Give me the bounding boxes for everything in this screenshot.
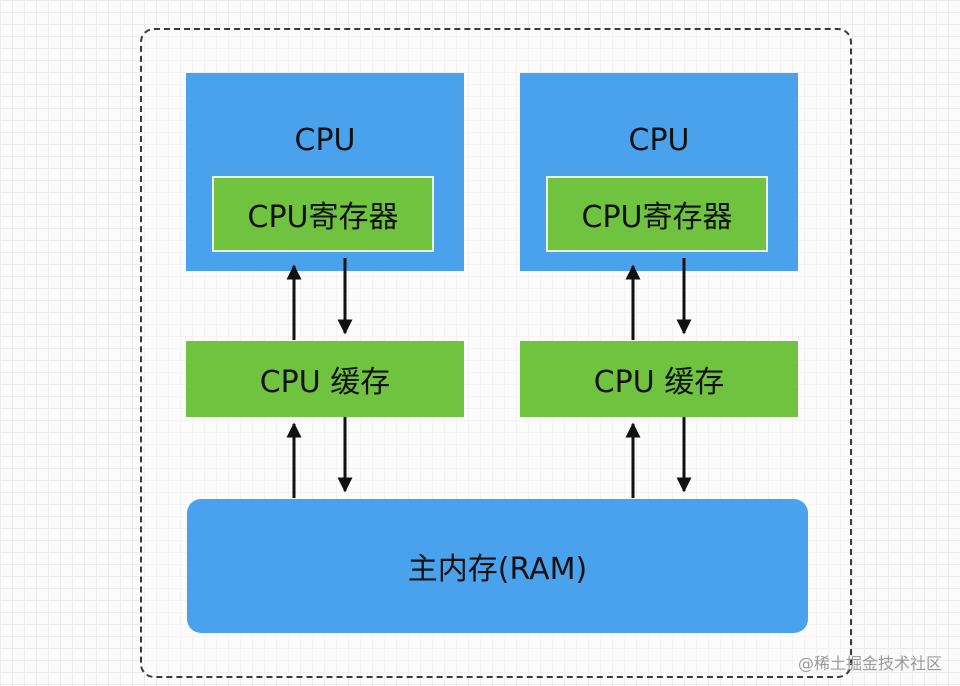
cpu-block-2: CPU CPU寄存器 [520,73,798,271]
cpu-title: CPU [294,123,356,158]
cpu-register: CPU寄存器 [212,176,434,252]
cpu-block-1: CPU CPU寄存器 [186,73,464,271]
cpu-cache-2: CPU 缓存 [520,341,798,417]
cpu-title: CPU [628,123,690,158]
watermark: @稀土掘金技术社区 [797,654,942,673]
cpu-cache-1: CPU 缓存 [186,341,464,417]
main-memory-ram: 主内存(RAM) [187,499,808,633]
cpu-register: CPU寄存器 [546,176,768,252]
